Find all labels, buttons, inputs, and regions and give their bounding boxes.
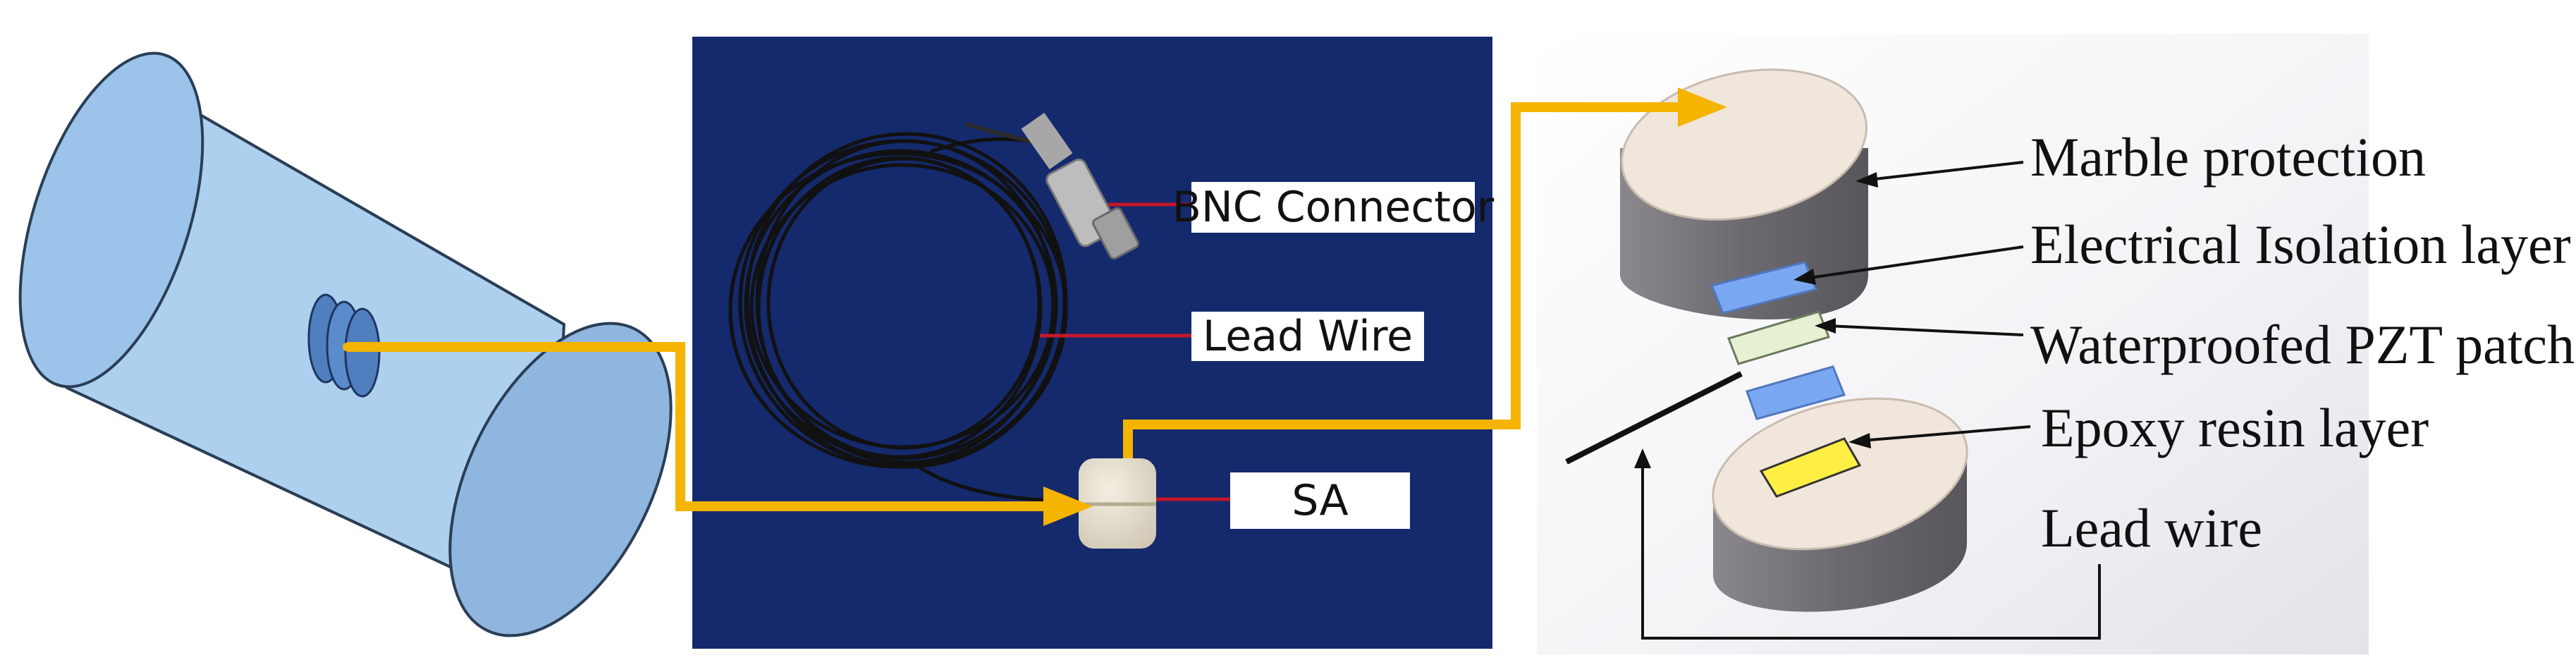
sa-to-exploded-arrow <box>1123 102 1685 458</box>
lead-wire-right-label: Lead wire <box>2041 497 2262 558</box>
bnc-connector-icon <box>964 112 1139 259</box>
lead-wire-coil <box>728 132 1086 503</box>
lead-wire-label: Lead Wire <box>1191 312 1424 361</box>
specimen-panel <box>18 51 673 637</box>
sa-sensor-icon <box>1079 458 1156 549</box>
specimen-to-sa-arrow <box>347 342 1050 511</box>
electrical-isolation-layer-label: Electrical Isolation layer <box>2030 214 2571 275</box>
connector-arrows <box>347 102 1685 511</box>
sa-label: SA <box>1230 472 1410 529</box>
isolation-layer-upper-icon <box>1710 261 1818 314</box>
epoxy-resin-layer-label: Epoxy resin layer <box>2041 397 2429 458</box>
pzt-patch-icon <box>1727 310 1830 365</box>
isolation-layer-lower-icon <box>1746 365 1846 420</box>
label-pointer-heads <box>1634 172 1878 468</box>
exploded-panel <box>1537 34 2369 654</box>
connector-arrowheads <box>1043 87 1727 526</box>
waterproofed-pzt-patch-label: Waterproofed PZT patch <box>2030 314 2575 375</box>
embedded-sa-icon <box>307 293 381 398</box>
label-pointers <box>1641 161 2101 640</box>
marble-protection-label: Marble protection <box>2030 126 2426 188</box>
lead-wire-icon <box>1565 371 1743 465</box>
epoxy-resin-layer-icon <box>1759 437 1862 498</box>
bnc-connector-label: BNC Connector <box>1172 182 1495 233</box>
